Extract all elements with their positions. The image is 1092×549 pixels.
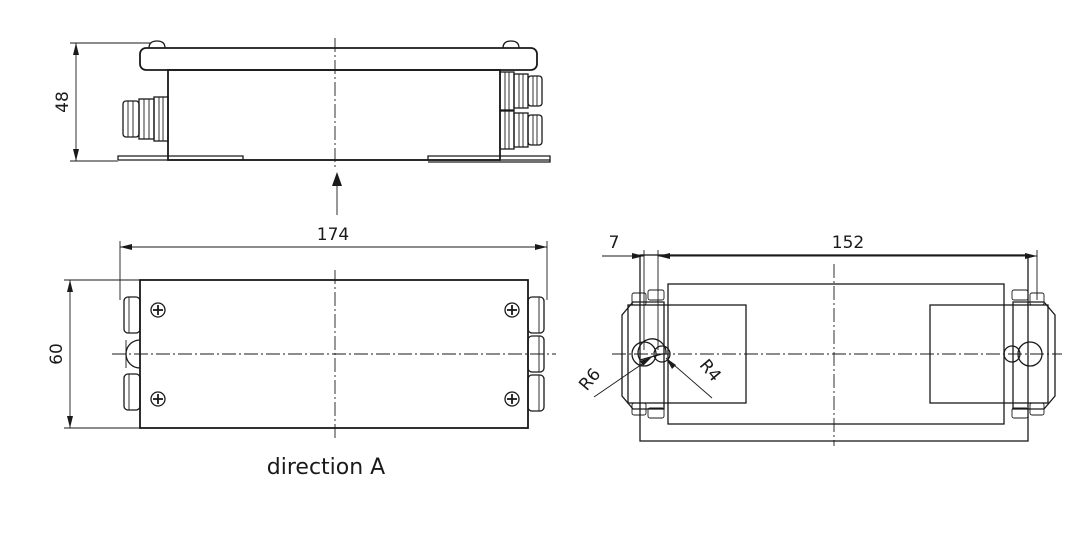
bottom-view-plate-left-outer [621, 301, 665, 410]
dimension-offset-label: 7 [609, 233, 620, 253]
top-view-screw-top-left [150, 302, 166, 318]
top-view-screw-bottom-right [504, 391, 520, 407]
side-view: 48 [53, 38, 551, 215]
dimension-width-60: 60 [47, 279, 140, 429]
dimension-length-152-label: 152 [832, 233, 864, 253]
bottom-view-corner-details [631, 289, 1045, 419]
dimension-length-174: 174 [119, 225, 548, 300]
side-view-gland-right-lower [499, 110, 543, 150]
top-view: 174 60 direction A [47, 225, 556, 480]
radius-r6-label: R6 [575, 365, 605, 395]
dimension-height-label: 48 [53, 91, 73, 113]
side-view-base-right [427, 155, 551, 163]
dimension-radius-r4: R4 [665, 356, 725, 399]
side-view-gland-left [122, 96, 169, 142]
top-view-screw-top-right [504, 302, 520, 318]
dimension-length-label: 174 [317, 225, 349, 245]
dimension-height-48: 48 [53, 42, 150, 162]
side-view-screw-right [502, 40, 520, 49]
side-view-gland-right-upper [499, 71, 543, 111]
side-view-screw-left [148, 40, 166, 49]
dimension-length-152: 152 [658, 233, 1038, 300]
side-view-body [167, 69, 501, 161]
radius-r4-label: R4 [695, 356, 725, 386]
top-view-screw-bottom-left [150, 391, 166, 407]
bottom-view: 7 152 R6 R4 [575, 233, 1062, 446]
side-view-lid [139, 47, 538, 71]
top-view-glands-left [123, 296, 141, 411]
bottom-view-keyhole-left [637, 338, 667, 361]
dimension-width-label: 60 [47, 343, 67, 365]
direction-a-arrow [332, 172, 342, 215]
side-view-base-left [117, 155, 244, 160]
view-caption: direction A [267, 455, 385, 480]
